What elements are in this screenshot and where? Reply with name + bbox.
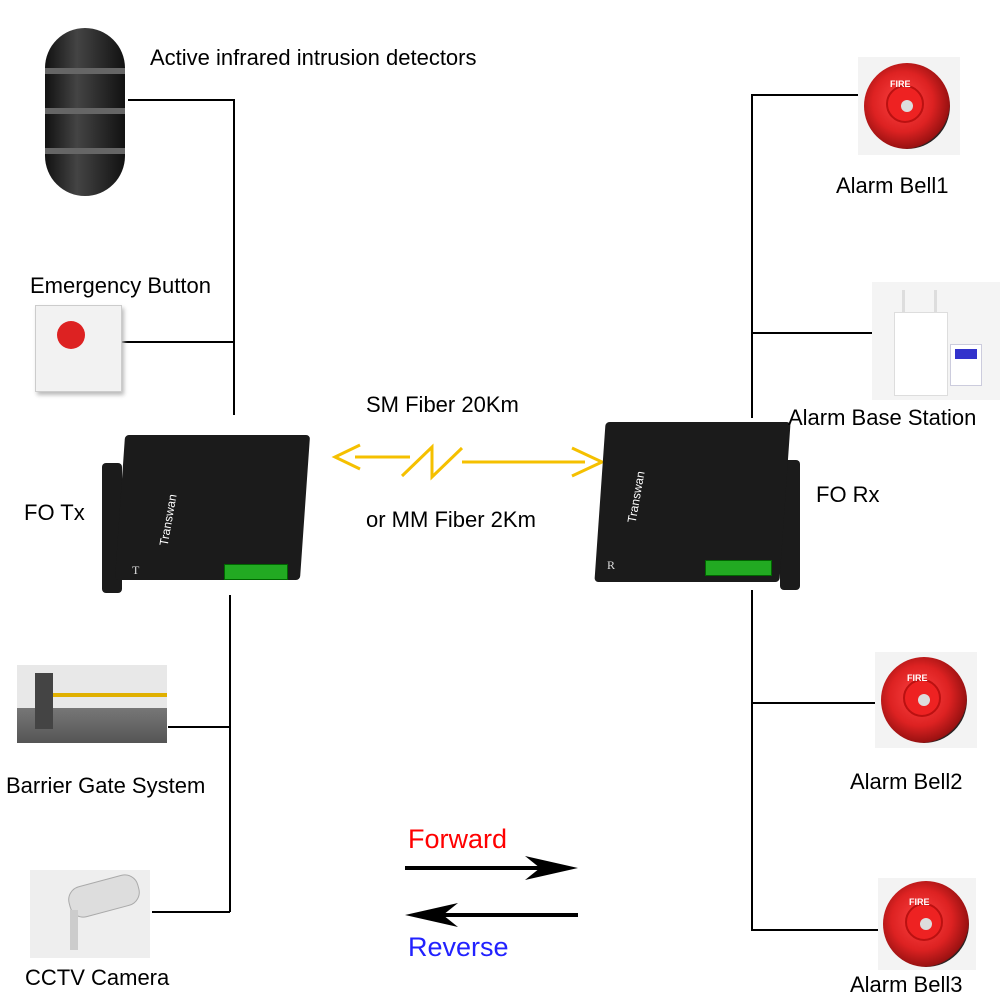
detector-label: Active infrared intrusion detectors — [150, 45, 477, 70]
terminal-block — [705, 560, 772, 576]
wire-rx-trunk-bottom — [751, 590, 878, 931]
forward-label: Forward — [408, 824, 508, 854]
terminal-block — [224, 564, 288, 580]
reverse-label: Reverse — [408, 932, 509, 962]
emergency-label: Emergency Button — [30, 273, 211, 298]
alarm-bell1-image: FIRE — [858, 57, 960, 155]
barrier-gate-image — [17, 665, 167, 743]
forward-arrow — [405, 856, 578, 880]
cctv-camera-image — [30, 870, 150, 958]
mm-fiber-label: or MM Fiber 2Km — [366, 507, 536, 532]
sm-fiber-label: SM Fiber 20Km — [366, 392, 519, 417]
fo-tx-label: FO Tx — [24, 500, 85, 525]
emergency-button-image — [35, 305, 122, 392]
fo-rx-device: Transwan R — [594, 420, 805, 595]
bell2-label: Alarm Bell2 — [850, 769, 963, 794]
alarm-bell3-image: FIRE — [878, 878, 976, 970]
fo-rx-label: FO Rx — [816, 482, 880, 507]
bell1-label: Alarm Bell1 — [836, 173, 949, 198]
alarm-base-station-image — [872, 282, 1000, 400]
reverse-arrow — [405, 903, 578, 927]
tx-mark: T — [132, 563, 140, 577]
cctv-label: CCTV Camera — [25, 965, 170, 990]
barrier-label: Barrier Gate System — [6, 773, 206, 798]
bell3-label: Alarm Bell3 — [850, 972, 963, 997]
wire-tx-trunk-top — [128, 99, 235, 415]
alarm-bell2-image: FIRE — [875, 652, 977, 748]
infrared-detector-image — [45, 28, 125, 196]
base-station-label: Alarm Base Station — [788, 405, 977, 430]
rx-mark: R — [607, 558, 616, 572]
fo-tx-device: Transwan T — [102, 433, 312, 593]
wire-rx-trunk-top — [751, 94, 858, 418]
fiber-link — [331, 443, 606, 481]
